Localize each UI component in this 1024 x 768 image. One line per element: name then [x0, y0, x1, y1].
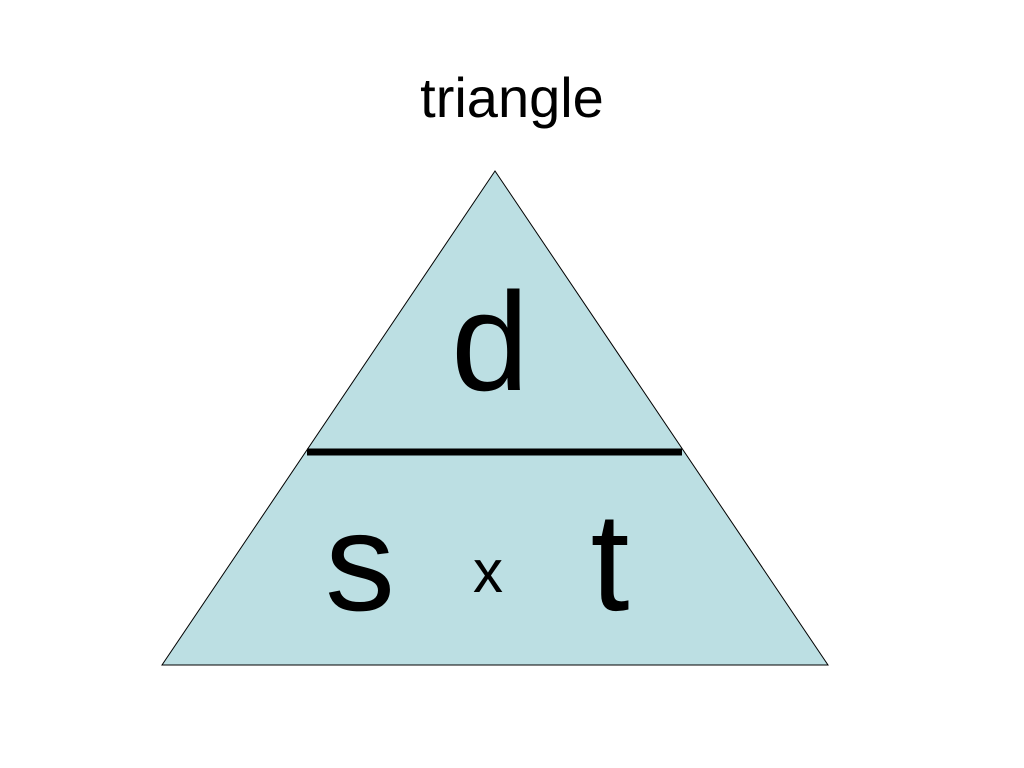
triangle-shape — [161, 170, 829, 666]
distance-label: d — [451, 263, 529, 420]
slide-title: triangle — [420, 66, 604, 129]
multiply-sign: x — [473, 538, 503, 605]
time-label: t — [590, 483, 630, 640]
speed-label: s — [325, 483, 395, 640]
